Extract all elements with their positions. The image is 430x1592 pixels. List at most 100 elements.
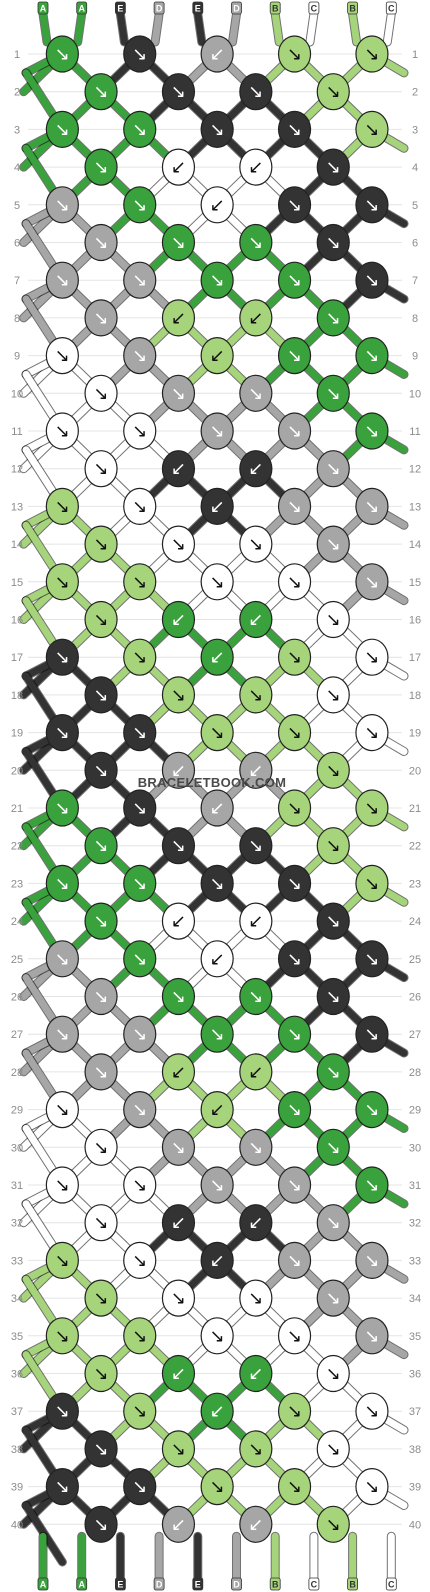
knot [123,940,157,978]
strand-tab-top [231,1,242,15]
knot-arrow-icon: ↘ [94,836,109,857]
strand-segment [151,10,163,46]
knot-arrow-icon: ↘ [132,949,147,970]
knot-arrow-icon: ↘ [210,572,225,593]
knot [200,186,234,224]
knot-arrow-icon: ↘ [94,760,109,781]
knot-arrow-icon: ↘ [55,1401,70,1422]
knot [239,751,273,789]
knot [84,977,118,1016]
knot-arrow-icon: ↘ [132,44,147,65]
knot-arrow-icon: ↘ [94,685,109,706]
row-number-left: 29 [11,1105,23,1117]
knot-arrow-icon: ↘ [364,44,379,65]
knot-arrow-icon: ↘ [132,195,147,216]
knot-arrow-icon: ↙ [248,911,263,932]
knot [277,1467,312,1506]
knot-arrow-icon: ↘ [248,82,263,103]
knot [277,789,312,827]
knot [355,1166,389,1204]
knot-arrow-icon: ↘ [287,1175,302,1196]
knot-arrow-icon: ↘ [364,1250,379,1271]
knot [239,600,273,639]
row-number-right: 33 [409,1255,421,1267]
knot-arrow-icon: ↙ [171,1062,186,1083]
row-number-right: 37 [409,1406,421,1418]
knot-arrow-icon: ↘ [171,1439,186,1460]
knot [355,638,389,676]
knot-arrow-icon: ↘ [326,987,341,1008]
knot-arrow-icon: ↘ [55,119,70,140]
knot [84,525,118,563]
row-number-right: 10 [409,388,421,400]
row-number-right: 7 [412,275,418,287]
knot [45,713,79,752]
row-number-right: 28 [409,1067,421,1079]
knot [161,827,196,865]
row-number-left: 16 [11,615,23,627]
knot [277,186,312,224]
knot-arrow-icon: ↘ [94,1062,109,1083]
knot-arrow-icon: ↙ [210,1100,225,1121]
knot [123,261,157,299]
knot-arrow-icon: ↘ [171,836,186,857]
knot [277,940,312,978]
knot-arrow-icon: ↘ [287,723,302,744]
knot [277,864,312,903]
row-number-left: 1 [14,49,20,61]
knot-arrow-icon: ↘ [248,685,263,706]
knot-arrow-icon: ↙ [171,1364,186,1385]
strand-letter: A [78,4,85,14]
knot [316,374,350,412]
knot [200,1090,234,1129]
knot-arrow-icon: ↘ [326,1062,341,1083]
knot-arrow-icon: ↘ [287,1477,302,1498]
knot [123,713,157,752]
knot-arrow-icon: ↘ [94,233,109,254]
knot [200,713,234,752]
knot [316,977,350,1016]
knot [316,525,350,563]
knot [161,977,196,1016]
knot-arrow-icon: ↘ [364,119,379,140]
knot [316,223,350,262]
strand-tab-bottom [347,1577,359,1591]
row-number-right: 19 [409,728,421,740]
knot [355,1090,389,1129]
knot [355,713,389,752]
knot-arrow-icon: ↘ [210,1024,225,1045]
knot [161,374,196,412]
knot [355,563,389,601]
strand-letter: E [117,1580,123,1590]
knot-arrow-icon: ↙ [210,195,225,216]
row-number-left: 2 [14,87,20,99]
knot [84,1354,118,1393]
knot-arrow-icon: ↘ [364,949,379,970]
knot-arrow-icon: ↘ [55,1477,70,1498]
knot-arrow-icon: ↙ [210,798,225,819]
knot [161,1354,196,1393]
knot [84,600,118,639]
knot-arrow-icon: ↙ [171,1213,186,1234]
row-number-left: 39 [11,1482,23,1494]
knot-arrow-icon: ↘ [287,873,302,894]
row-number-left: 40 [11,1519,23,1531]
knot [277,713,312,752]
row-number-left: 25 [11,954,23,966]
strand-segment [229,10,240,46]
row-number-left: 20 [11,765,23,777]
knot [200,1015,234,1053]
knot [123,186,157,224]
knot-arrow-icon: ↘ [132,572,147,593]
knot-arrow-icon: ↙ [210,1250,225,1271]
knot [45,1166,79,1204]
knot-arrow-icon: ↘ [326,760,341,781]
knot-arrow-icon: ↘ [287,421,302,442]
knot [239,374,273,412]
knot [200,864,234,903]
row-number-right: 39 [409,1482,421,1494]
knot-arrow-icon: ↘ [132,270,147,291]
row-number-right: 36 [409,1369,421,1381]
row-number-right: 26 [409,992,421,1004]
row-number-right: 32 [409,1218,421,1230]
